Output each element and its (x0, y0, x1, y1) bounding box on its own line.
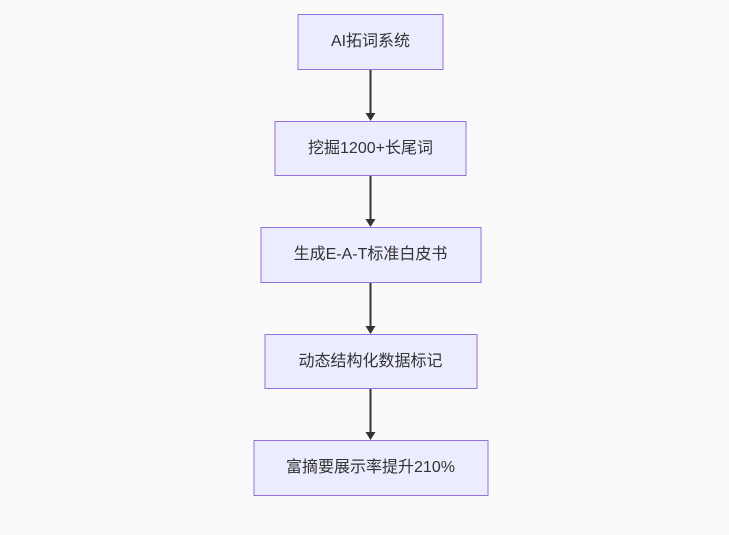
arrow-head (365, 113, 376, 121)
flow-node-label: 动态结构化数据标记 (298, 352, 443, 370)
flow-node-structured-data-markup: 动态结构化数据标记 (264, 334, 477, 389)
arrow-line (369, 176, 372, 219)
flow-node-label: 富摘要展示率提升210% (286, 459, 455, 476)
flow-node-ai-word-expansion: AI拓词系统 (297, 14, 444, 70)
flow-node-label: AI拓词系统 (330, 33, 411, 50)
arrow-down-icon (365, 389, 376, 440)
arrow-down-icon (365, 70, 376, 121)
flowchart: AI拓词系统 挖掘1200+长尾词 生成E-A-T标准白皮书 动态结构化数据标记 (253, 14, 488, 496)
flow-node-rich-snippet-result: 富摘要展示率提升210% (253, 440, 488, 496)
flow-node-label: 生成E-A-T标准白皮书 (293, 246, 448, 263)
arrow-down-icon (365, 283, 376, 334)
flow-node-label: 挖掘1200+长尾词 (308, 139, 433, 157)
arrow-line (369, 70, 372, 113)
arrow-head (365, 219, 376, 227)
flow-node-longtail-mining: 挖掘1200+长尾词 (274, 121, 467, 176)
arrow-line (369, 283, 372, 326)
flow-node-eat-whitepaper: 生成E-A-T标准白皮书 (260, 227, 481, 283)
arrow-down-icon (365, 176, 376, 227)
arrow-line (369, 389, 372, 432)
arrow-head (365, 326, 376, 334)
arrow-head (365, 432, 376, 440)
